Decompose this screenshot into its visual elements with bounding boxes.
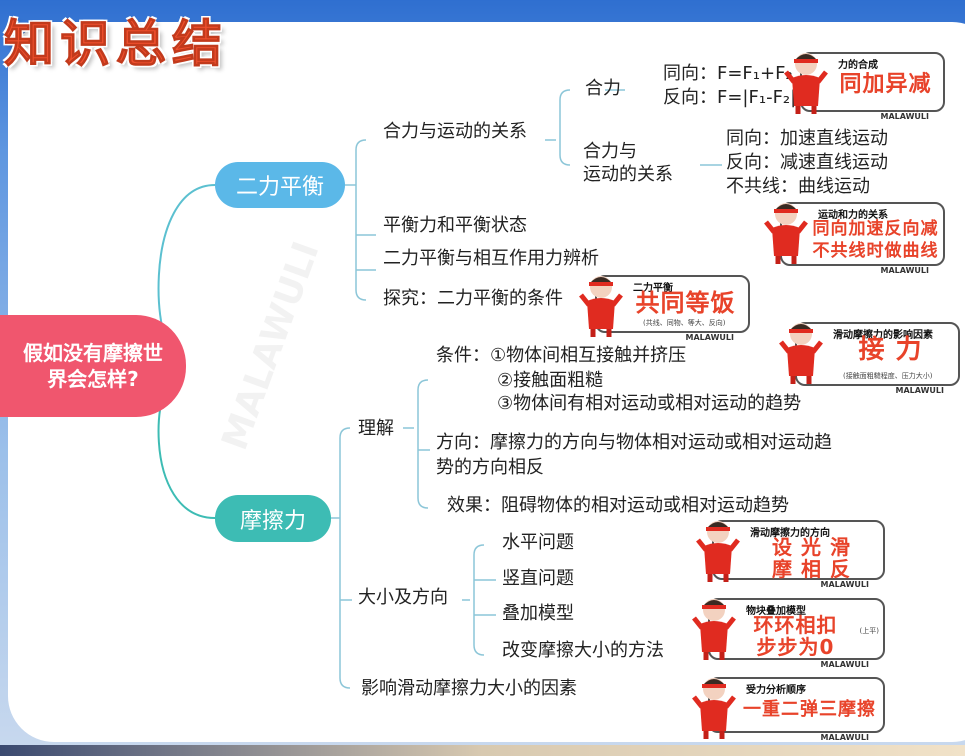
friction-factors: 影响滑动摩擦力大小的因素 [361, 678, 577, 699]
motion-relation-l1: 合力与 [583, 141, 637, 162]
motion-item: 反向：减速直线运动 [726, 152, 888, 173]
mnemonic-sticker: 运动和力的关系同向加速反向减不共线时做曲线 MALAWULI [764, 202, 945, 275]
resultant-force: 合力 [585, 78, 621, 99]
friction-effect: 效果：阻碍物体的相对运动或相对运动趋势 [447, 495, 789, 516]
sticker-mark: MALAWULI [820, 580, 869, 589]
mnemonic-sticker: 滑动摩擦力的影响因素接 力 (接触面粗糙程度、压力大小) MALAWULI [779, 322, 960, 395]
sticker-slogan: 不共线时做曲线 [812, 241, 939, 261]
cartoon-character-icon [696, 521, 740, 582]
cartoon-character-icon [764, 203, 808, 264]
sticker-note: (共线、同物、等大、反向) [643, 319, 726, 327]
cartoon-character-icon [692, 599, 736, 660]
branch-friction: 摩擦力 [215, 495, 331, 542]
friction-condition: 条件：①物体间相互接触并挤压 [436, 345, 687, 366]
sticker-caption: 运动和力的关系 [818, 210, 888, 221]
sticker-slogan: 设 光 滑 [772, 535, 851, 559]
size-item: 改变摩擦大小的方法 [502, 640, 664, 661]
sticker-slogan: 同向加速反向减 [812, 219, 939, 239]
branch-two-force-balance: 二力平衡 [215, 162, 345, 208]
sticker-mark: MALAWULI [820, 733, 869, 742]
cartoon-character-icon [779, 323, 823, 384]
sticker-caption: 二力平衡 [633, 283, 673, 294]
cartoon-character-icon [784, 53, 828, 114]
sticker-note: (上平) [859, 627, 879, 635]
motion-item: 同向：加速直线运动 [726, 128, 888, 149]
root-node: 假如没有摩擦世界会怎样? [0, 315, 186, 417]
friction-direction: 方向：摩擦力的方向与物体相对运动或相对运动趋 [436, 432, 832, 453]
sticker-caption: 受力分析顺序 [746, 685, 806, 696]
sticker-mark: MALAWULI [820, 660, 869, 669]
sticker-mark: MALAWULI [880, 266, 929, 275]
sticker-caption: 滑动摩擦力的方向 [750, 528, 830, 539]
sticker-caption: 力的合成 [838, 60, 878, 71]
sticker-mark: MALAWULI [895, 386, 944, 395]
size-item: 竖直问题 [502, 568, 574, 589]
topic-experiment: 探究：二力平衡的条件 [383, 288, 563, 309]
mnemonic-sticker: 受力分析顺序一重二弹三摩擦 MALAWULI [692, 677, 885, 742]
size-item: 水平问题 [502, 532, 574, 553]
mnemonic-sticker: 二力平衡共同等饭 (共线、同物、等大、反向) MALAWULI [579, 275, 750, 342]
mnemonic-sticker: 力的合成同加异减 MALAWULI [784, 52, 945, 121]
topic-distinguish: 二力平衡与相互作用力辨析 [383, 248, 599, 269]
sticker-slogan: 环环相扣 [753, 613, 838, 637]
sticker-slogan: 摩 相 反 [772, 557, 851, 581]
sticker-mark: MALAWULI [880, 112, 929, 121]
topic-balanced-force: 平衡力和平衡状态 [383, 215, 527, 236]
friction-condition: ③物体间有相对运动或相对运动的趋势 [497, 393, 802, 414]
sticker-mark: MALAWULI [685, 333, 734, 342]
sticker-slogan: 同加异减 [839, 72, 932, 97]
page-title: 知识总结 [4, 15, 228, 74]
background-strip [0, 745, 965, 756]
sticker-slogan: 共同等饭 [635, 289, 736, 317]
friction-size: 大小及方向 [358, 587, 448, 608]
cartoon-character-icon [579, 276, 623, 337]
friction-condition: ②接触面粗糙 [497, 370, 604, 391]
sticker-slogan: 接 力 [858, 335, 923, 365]
sticker-note: (接触面粗糙程度、压力大小) [843, 372, 933, 380]
resultant-same: 同向：F=F₁+F₂ [663, 63, 793, 84]
size-item: 叠加模型 [502, 603, 574, 624]
friction-direction-cont: 势的方向相反 [436, 457, 544, 478]
sticker-caption: 物块叠加模型 [746, 606, 806, 617]
motion-item: 不共线：曲线运动 [726, 176, 870, 197]
friction-understand: 理解 [358, 418, 394, 439]
topic-resultant-motion: 合力与运动的关系 [383, 121, 527, 142]
sticker-slogan: 一重二弹三摩擦 [743, 699, 876, 720]
sticker-caption: 滑动摩擦力的影响因素 [833, 330, 933, 341]
cartoon-character-icon [692, 678, 736, 739]
mnemonic-sticker: 物块叠加模型环环相扣步步为0 (上平) MALAWULI [692, 598, 885, 669]
motion-relation-l2: 运动的关系 [583, 164, 673, 185]
resultant-opposite: 反向：F=|F₁-F₂| [663, 87, 797, 108]
sticker-slogan: 步步为0 [756, 635, 835, 659]
